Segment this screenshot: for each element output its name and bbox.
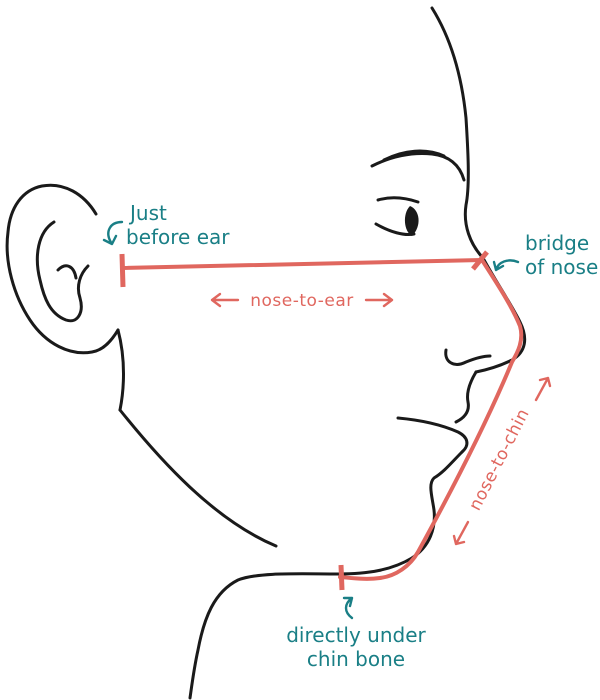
right-arrow-icon [364,292,394,308]
jaw-line [118,408,278,548]
chin-tick [338,564,345,591]
chin-annotation-line2: chin bone [307,647,405,671]
nose-to-ear-label: nose-to-ear [250,291,354,311]
ear-annotation-line1: Just [128,201,167,225]
eyebrow-stroke [382,149,446,162]
nose-annotation-line2: of nose [525,255,598,279]
measurement-lines [119,250,524,591]
neck-front [188,556,414,700]
eyelid [376,196,420,204]
curved-arrow-icon [492,259,520,272]
ear-inner [35,220,90,323]
up-right-arrow-icon [534,376,552,402]
pupil [404,206,419,236]
ear-annotation-line2: before ear [126,225,230,249]
nostril [444,348,492,366]
curved-arrow-icon [102,220,124,246]
upper-lip [454,370,478,424]
nose-to-ear-line [120,258,484,270]
nose-to-chin-label: nose-to-chin [465,405,534,514]
nose-bridge-tick [471,250,489,271]
head-back [116,328,125,412]
measurement-arrows [210,292,552,546]
down-left-arrow-icon [452,520,470,546]
face-drawing [5,6,527,700]
chin-outline [410,450,464,560]
mouth [396,416,469,454]
nose-to-chin-line [338,258,524,581]
ear-outer [5,183,120,355]
annotation-pointers [102,220,520,620]
nose-annotation-line1: bridge [525,231,589,255]
head-outline [430,6,485,260]
left-arrow-icon [210,292,240,308]
ear-fold [56,264,78,280]
curved-arrow-icon [342,596,354,620]
ear-tick [119,253,126,288]
chin-annotation-line1: directly under [286,623,426,647]
